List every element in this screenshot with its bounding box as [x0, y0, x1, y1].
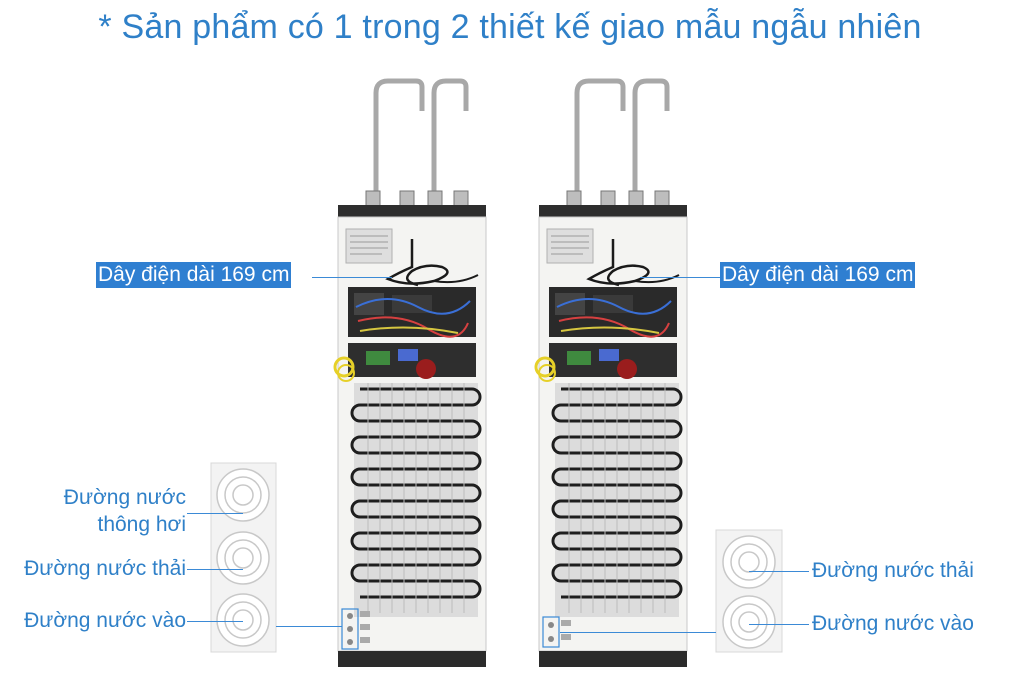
left-inlet-leader — [187, 621, 243, 622]
right-inlet-leader — [749, 624, 809, 625]
right-cord-label: Dây điện dài 169 cm — [720, 262, 916, 288]
right-fittings-closeup — [715, 529, 783, 653]
left-vent-label-line2: thông hơi — [97, 513, 186, 536]
right-cord-leader — [640, 277, 722, 278]
left-fittings-closeup — [210, 462, 277, 653]
left-inlet-label: Đường nước vào — [24, 609, 186, 632]
right-waste-label: Đường nước thải — [812, 559, 974, 582]
left-waste-leader — [187, 569, 243, 570]
page-title: * Sản phẩm có 1 trong 2 thiết kế giao mẫ… — [98, 8, 922, 46]
right-inlet-label: Đường nước vào — [812, 612, 974, 635]
left-panel-link — [276, 626, 342, 627]
left-cord-label: Dây điện dài 169 cm — [96, 262, 292, 288]
left-vent-leader — [187, 513, 243, 514]
right-waste-leader — [749, 571, 809, 572]
right-panel-link — [560, 632, 716, 633]
left-cord-leader — [312, 277, 392, 278]
left-waste-label: Đường nước thải — [24, 557, 186, 580]
left-vent-label-line1: Đường nước — [63, 486, 186, 509]
